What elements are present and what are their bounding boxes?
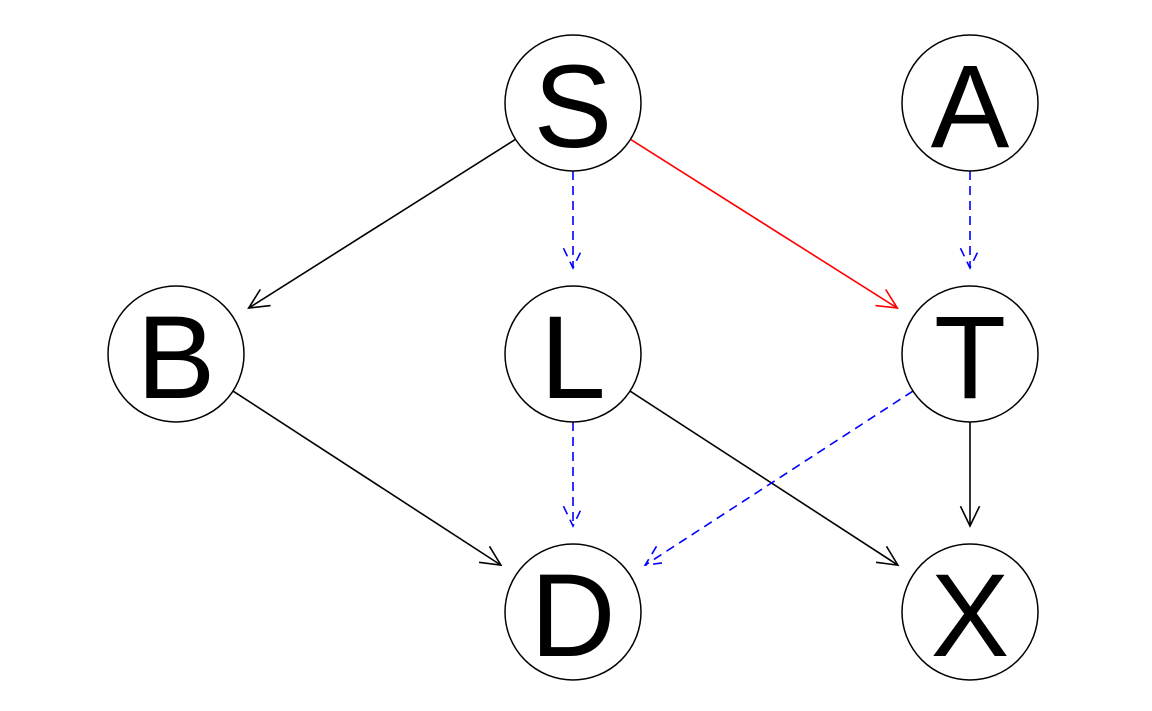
edges-layer — [232, 138, 981, 567]
node-X: X — [901, 543, 1039, 682]
node-L: L — [504, 285, 642, 424]
node-B-circle — [107, 285, 245, 423]
node-A-label: A — [931, 41, 1010, 173]
node-B-label: B — [137, 292, 216, 424]
edge-S-T — [630, 138, 899, 310]
node-D: D — [504, 543, 642, 682]
node-X-label: X — [931, 550, 1010, 682]
edge-T-D-line — [644, 390, 914, 566]
edge-S-L — [562, 171, 584, 270]
node-X-circle — [901, 543, 1039, 681]
node-B: B — [107, 285, 245, 424]
edge-B-D-line — [232, 390, 502, 566]
node-A: A — [901, 34, 1039, 173]
edge-S-T-arrowhead — [875, 288, 899, 310]
node-S: S — [504, 34, 642, 173]
edge-L-D-arrowhead — [562, 505, 584, 528]
nodes-layer: S A B L T D X — [107, 34, 1039, 682]
edge-L-D — [562, 422, 584, 528]
node-T-circle — [901, 285, 1039, 423]
node-D-label: D — [530, 550, 615, 682]
edge-S-B-arrowhead — [247, 288, 271, 310]
edge-T-X — [959, 422, 981, 528]
edge-S-L-arrowhead — [562, 247, 584, 270]
node-S-label: S — [534, 41, 613, 173]
node-A-circle — [901, 34, 1039, 172]
edge-S-B-line — [248, 138, 516, 309]
node-S-circle — [504, 34, 642, 172]
node-T: T — [901, 285, 1039, 424]
edge-T-D — [643, 390, 914, 567]
edge-A-T-arrowhead — [959, 247, 981, 270]
edge-L-X-arrowhead — [875, 545, 900, 567]
edge-B-D-arrowhead — [478, 545, 503, 567]
node-D-circle — [504, 543, 642, 681]
edge-T-X-arrowhead — [959, 505, 981, 528]
node-T-label: T — [934, 292, 1006, 424]
node-L-label: L — [540, 292, 606, 424]
node-L-circle — [504, 285, 642, 423]
edge-S-T-line — [630, 138, 898, 309]
edge-T-D-arrowhead — [643, 545, 668, 567]
edge-L-X-line — [629, 390, 899, 566]
edge-B-D — [232, 390, 503, 567]
edge-A-T — [959, 171, 981, 270]
edge-S-B — [247, 138, 516, 310]
edge-L-X — [629, 390, 900, 567]
